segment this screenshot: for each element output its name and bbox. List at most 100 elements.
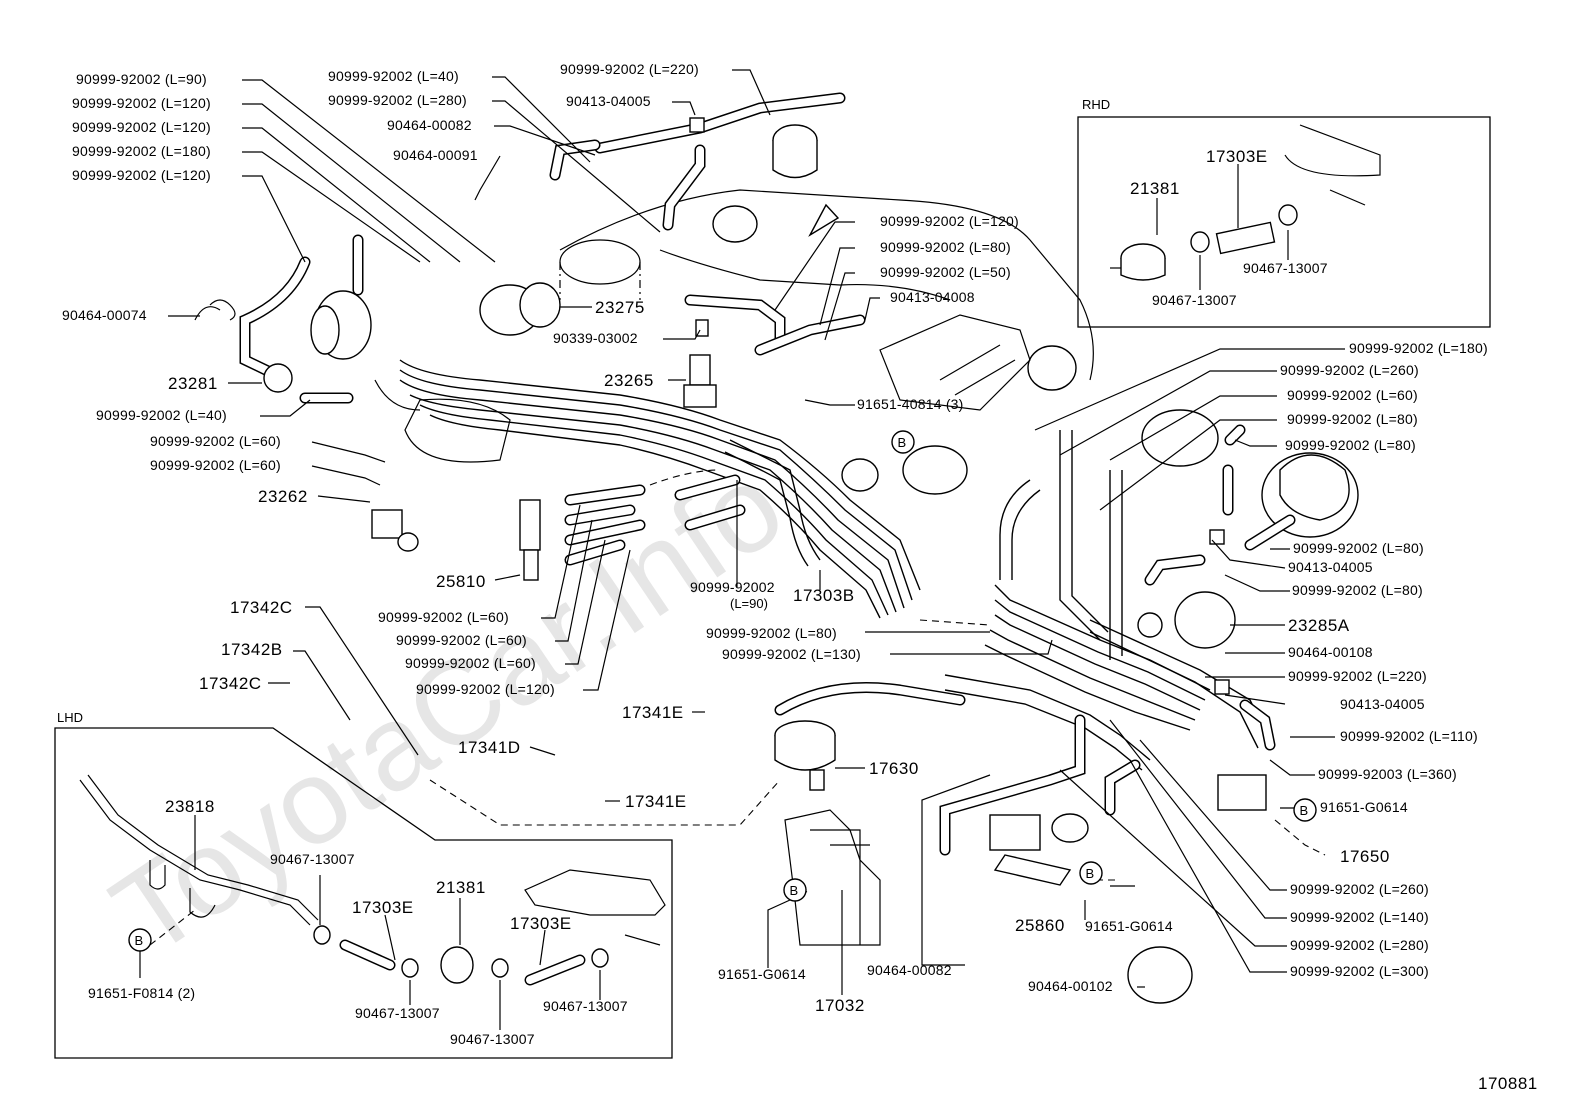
part-label: 90467-13007 [1152, 292, 1237, 308]
svg-text:B: B [1300, 803, 1309, 818]
part-label: 25860 [1015, 916, 1065, 935]
small-parts [194, 117, 1267, 1004]
part-label: 90999-92002 (L=280) [328, 92, 467, 108]
svg-text:B: B [135, 933, 144, 948]
part-label: 91651-G0614 [718, 966, 806, 982]
part-label: 90999-92002 (L=280) [1290, 937, 1429, 953]
part-label: 91651-G0614 [1085, 918, 1173, 934]
part-label: 17342C [230, 598, 293, 617]
part-label: 90999-92002 (L=60) [396, 632, 527, 648]
part-label: 90464-00091 [393, 147, 478, 163]
part-label: 90999-92003 (L=360) [1318, 766, 1457, 782]
part-label: 17342B [221, 640, 283, 659]
rhd-inset: RHD [1077, 97, 1491, 328]
part-label: 90999-92002 (L=130) [722, 646, 861, 662]
part-label: 23281 [168, 374, 218, 393]
part-label: 90999-92002 (L=60) [1287, 387, 1418, 403]
part-label: 91651-F0814 (2) [88, 985, 195, 1001]
svg-text:B: B [1086, 866, 1095, 881]
b-badge: B [128, 928, 152, 952]
part-label: 90999-92002 (L=80) [1287, 411, 1418, 427]
b-badges: B B B B B [128, 430, 1317, 952]
part-label: 90999-92002 [690, 579, 775, 595]
part-label: 90467-13007 [543, 998, 628, 1014]
part-label: 17303E [352, 898, 414, 917]
part-label: 90999-92002 (L=80) [1292, 582, 1423, 598]
b-badge: B [1293, 798, 1317, 822]
part-label: 90999-92002 (L=260) [1290, 881, 1429, 897]
part-label: 90413-04008 [890, 289, 975, 305]
part-label: 90999-92002 (L=60) [378, 609, 509, 625]
part-label: 90467-13007 [450, 1031, 535, 1047]
part-label: 17341E [625, 792, 687, 811]
part-label: 90464-00082 [387, 117, 472, 133]
part-label: 17303E [510, 914, 572, 933]
part-label: 17303E [1206, 147, 1268, 166]
part-label: 90999-92002 (L=90) [76, 71, 207, 87]
part-label: 90467-13007 [355, 1005, 440, 1021]
vacuum-pipe-bundle [399, 359, 1271, 771]
part-label: 90999-92002 (L=220) [560, 61, 699, 77]
lhd-inset: LHD [54, 710, 673, 1059]
part-label: 17341E [622, 703, 684, 722]
part-label: 23285A [1288, 616, 1350, 635]
part-label: 90999-92002 (L=80) [1285, 437, 1416, 453]
svg-text:B: B [898, 435, 907, 450]
part-label: 90413-04005 [1288, 559, 1373, 575]
part-label: (L=90) [730, 596, 768, 611]
part-label: 90464-00082 [867, 962, 952, 978]
part-label: 90467-13007 [270, 851, 355, 867]
b-badge: B [783, 878, 807, 902]
part-label: 90464-00102 [1028, 978, 1113, 994]
part-label: 90464-00108 [1288, 644, 1373, 660]
part-label: 21381 [436, 878, 486, 897]
svg-text:B: B [790, 883, 799, 898]
part-label: 90999-92002 (L=40) [328, 68, 459, 84]
part-label: 90999-92002 (L=260) [1280, 362, 1419, 378]
part-label: 23262 [258, 487, 308, 506]
engine-outline [310, 124, 1359, 538]
part-label: 90999-92002 (L=60) [150, 433, 281, 449]
lhd-inset-title: LHD [57, 710, 83, 725]
part-label: 90999-92002 (L=60) [405, 655, 536, 671]
part-label: 90999-92002 (L=80) [880, 239, 1011, 255]
part-label: 90999-92002 (L=120) [416, 681, 555, 697]
part-label: 17032 [815, 996, 865, 1015]
part-label: 90999-92002 (L=80) [1293, 540, 1424, 556]
part-label: 25810 [436, 572, 486, 591]
part-label: 23265 [604, 371, 654, 390]
rubber-hoses [239, 92, 1296, 856]
part-label: 17630 [869, 759, 919, 778]
b-badge: B [891, 430, 915, 454]
part-label: 90999-92002 (L=80) [706, 625, 837, 641]
part-label: 91651-40814 (3) [857, 396, 964, 412]
part-label: 90464-00074 [62, 307, 147, 323]
part-label: 90999-92002 (L=120) [880, 213, 1019, 229]
part-label: 90413-04005 [566, 93, 651, 109]
part-label: 90999-92002 (L=120) [72, 119, 211, 135]
b-badge: B [1079, 861, 1103, 885]
part-label: 90999-92002 (L=120) [72, 95, 211, 111]
part-label: 90999-92002 (L=120) [72, 167, 211, 183]
part-label: 90999-92002 (L=220) [1288, 668, 1427, 684]
part-label: 23275 [595, 298, 645, 317]
part-label: 90999-92002 (L=180) [1349, 340, 1488, 356]
part-label: 90413-04005 [1340, 696, 1425, 712]
part-label: 90999-92002 (L=300) [1290, 963, 1429, 979]
part-label: 91651-G0614 [1320, 799, 1408, 815]
part-label: 23818 [165, 797, 215, 816]
part-label: 17303B [793, 586, 855, 605]
part-labels: 90999-92002 (L=90) 90999-92002 (L=120) 9… [62, 61, 1488, 1047]
part-label: 90999-92002 (L=180) [72, 143, 211, 159]
part-label: 90339-03002 [553, 330, 638, 346]
part-label: 90999-92002 (L=40) [96, 407, 227, 423]
leader-lines [139, 69, 1345, 1030]
diagram-id: 170881 [1478, 1074, 1538, 1093]
part-label: 90999-92002 (L=60) [150, 457, 281, 473]
part-label: 90999-92002 (L=110) [1340, 728, 1478, 744]
part-label: 90999-92002 (L=50) [880, 264, 1011, 280]
part-label: 21381 [1130, 179, 1180, 198]
part-label: 17650 [1340, 847, 1390, 866]
part-label: 17342C [199, 674, 262, 693]
